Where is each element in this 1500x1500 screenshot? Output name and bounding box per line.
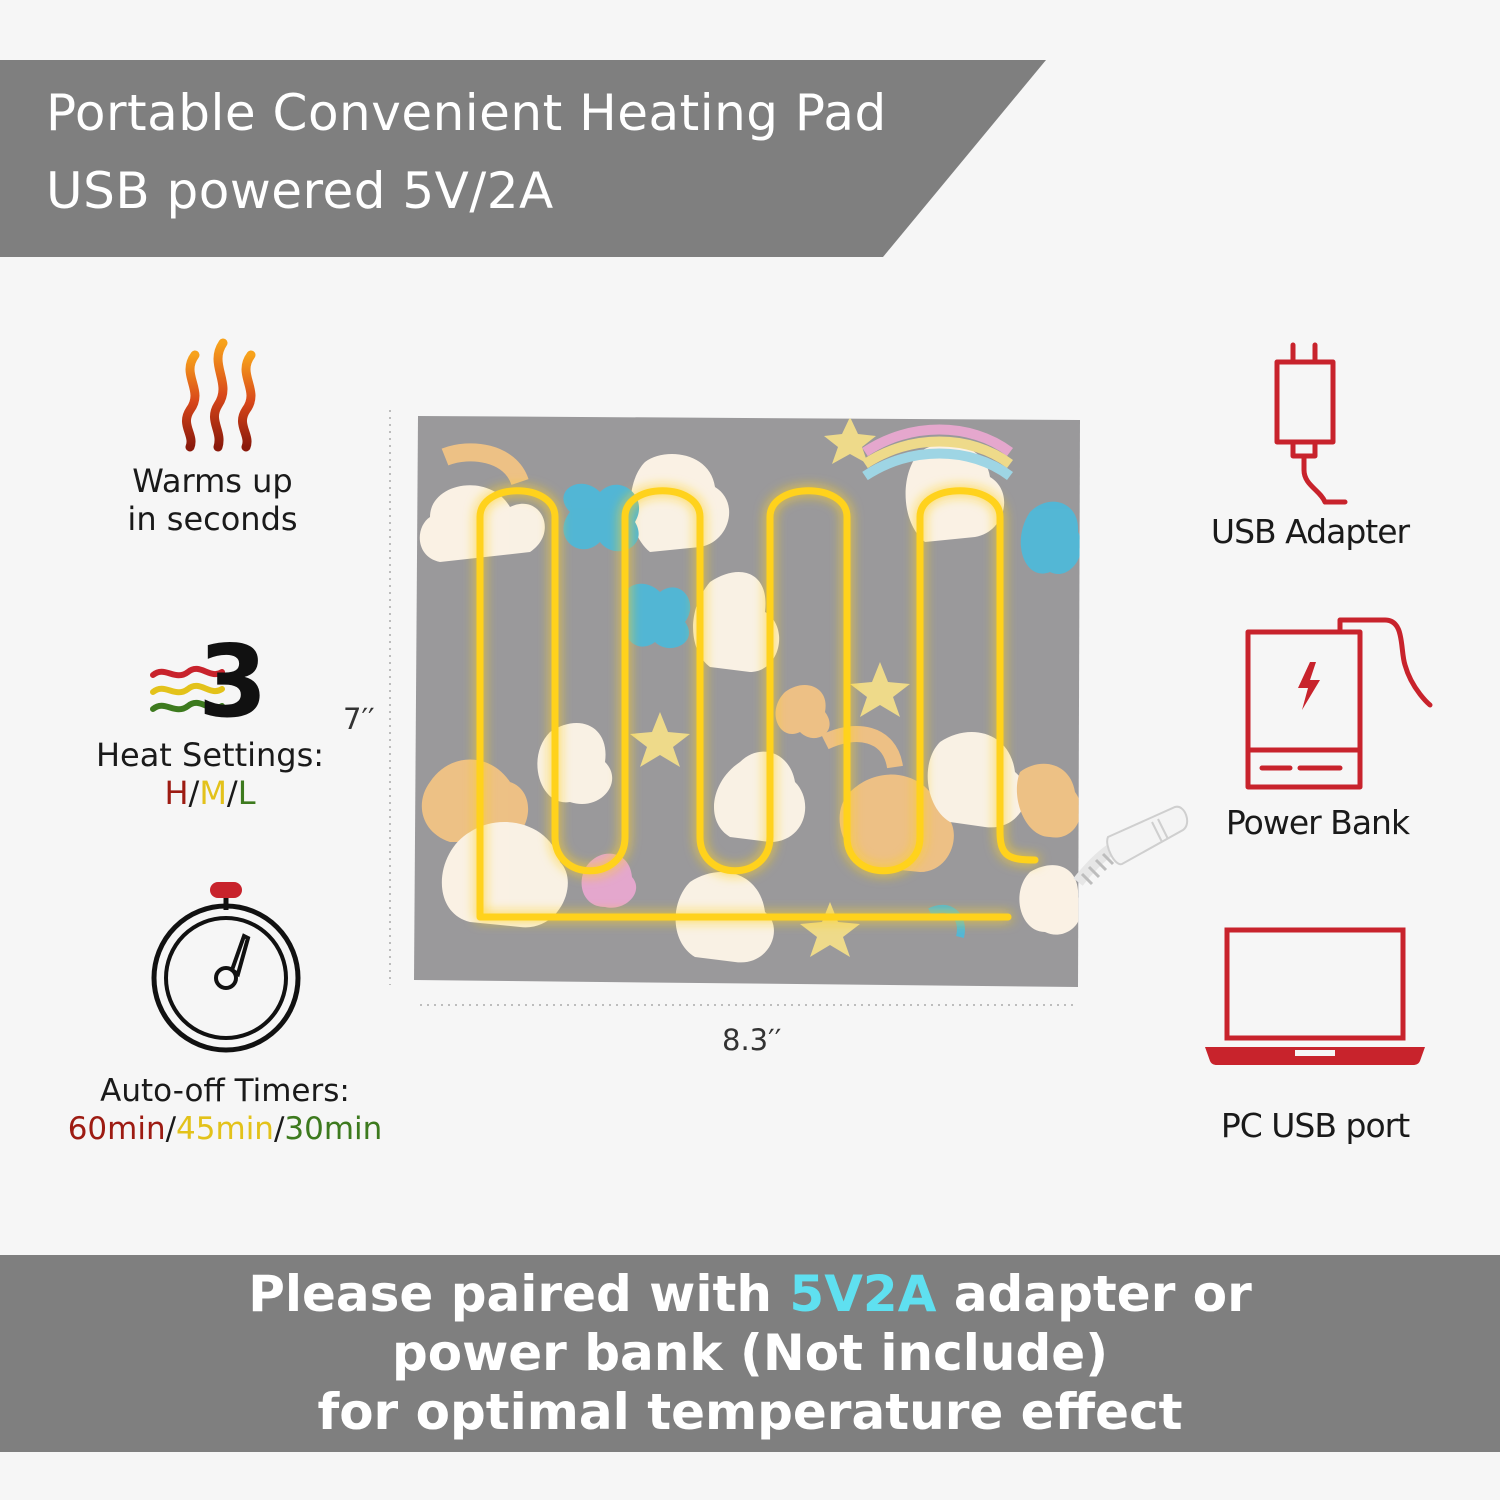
timer-separator: / — [165, 1111, 177, 1147]
timer-text: Auto-off Timers: 60min/45min/30min — [20, 1072, 430, 1148]
heat-level-separator: / — [188, 774, 200, 812]
usb-adapter-label: USB Adapter — [1210, 512, 1410, 551]
width-dimension: 8.3′′ — [722, 1023, 782, 1057]
dimension-guides — [389, 410, 1075, 1006]
usb-adapter-icon — [1274, 342, 1348, 505]
heat-levels: H/M/L — [60, 774, 360, 812]
footer-banner — [0, 1255, 1500, 1452]
height-dimension: 7′′ — [343, 702, 375, 736]
timer-60: 60min — [67, 1111, 166, 1147]
footer-line1-suffix: adapter or — [936, 1265, 1252, 1323]
stopwatch-icon — [151, 882, 301, 1053]
laptop-icon — [1205, 927, 1425, 1065]
heat-settings-text: Heat Settings: H/M/L — [60, 736, 360, 812]
footer-line1-prefix: Please paired with — [248, 1265, 790, 1323]
three-levels-icon: 3 — [150, 630, 260, 725]
header-title: Portable Convenient Heating Pad — [46, 84, 887, 142]
timer-separator: / — [273, 1111, 285, 1147]
heating-pad-image — [414, 416, 1189, 987]
pc-usb-port-label: PC USB port — [1220, 1106, 1410, 1145]
warm-up-text: Warms up in seconds — [95, 462, 330, 538]
power-bank-label: Power Bank — [1225, 803, 1410, 842]
timer-label: Auto-off Timers: — [100, 1073, 350, 1109]
heat-level-high: H — [164, 774, 189, 812]
footer-highlight: 5V2A — [789, 1265, 937, 1323]
warm-up-line2: in seconds — [127, 500, 298, 538]
timer-values: 60min/45min/30min — [20, 1110, 430, 1148]
heat-waves-icon — [182, 338, 256, 452]
timer-30: 30min — [284, 1111, 383, 1147]
power-bank-icon — [1245, 617, 1433, 790]
footer-line2: power bank (Not include) — [391, 1324, 1109, 1382]
heat-level-separator: / — [226, 774, 238, 812]
warm-up-line1: Warms up — [132, 462, 293, 500]
header-subtitle: USB powered 5V/2A — [46, 162, 554, 220]
heat-level-low: L — [237, 774, 256, 812]
heat-settings-count: 3 — [198, 630, 260, 725]
heat-settings-label: Heat Settings: — [95, 736, 325, 774]
heat-level-medium: M — [199, 774, 227, 812]
timer-45: 45min — [176, 1111, 274, 1147]
header-banner — [0, 60, 1046, 257]
footer-line3: for optimal temperature effect — [317, 1383, 1183, 1441]
footer-line1: Please paired with 5V2A adapter or — [0, 1265, 1500, 1323]
